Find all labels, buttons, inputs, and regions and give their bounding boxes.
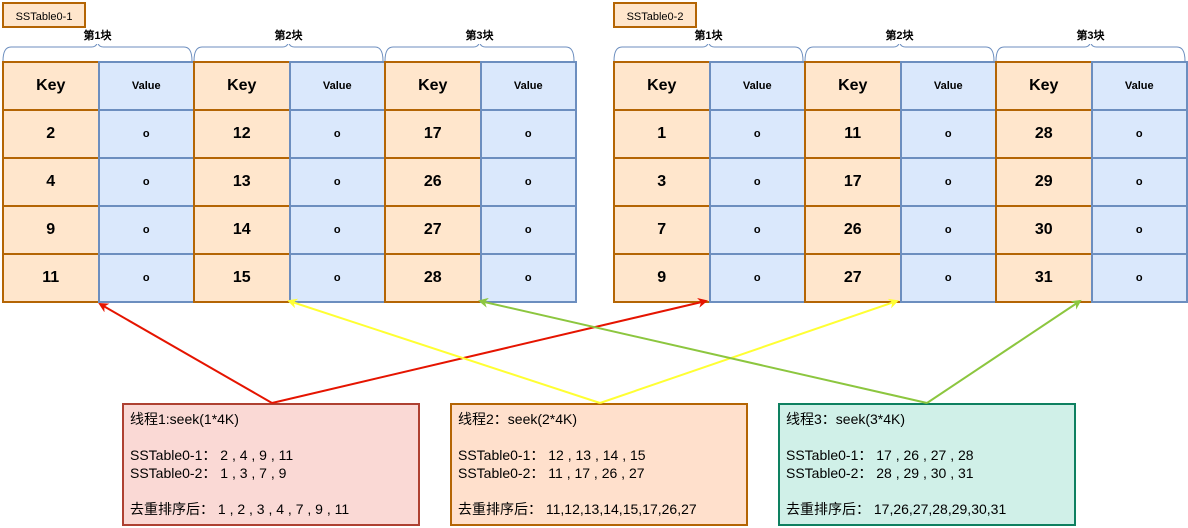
thread-sstable0-1-keys: SSTable0-1： 17 , 26 , 27 , 28 xyxy=(786,447,974,463)
sstable-name-tag: SSTable0-1 xyxy=(2,2,86,28)
key-cell: 27 xyxy=(384,205,482,255)
thread-title: 线程1:seek(1*4K) xyxy=(130,411,239,427)
block-label: 第3块 xyxy=(465,30,494,42)
key-header-cell: Key xyxy=(384,61,482,111)
block-brace xyxy=(613,44,804,62)
thread-title: 线程2：seek(2*4K) xyxy=(458,411,578,427)
thread-1-arrow-to-sstable2 xyxy=(271,297,708,404)
block-brace xyxy=(2,44,193,62)
thread-2-arrow-to-sstable1 xyxy=(287,298,601,404)
key-cell: 11 xyxy=(804,109,902,159)
thread-title: 线程3：seek(3*4K) xyxy=(786,411,906,427)
thread-sstable0-2-keys: SSTable0-2： 28 , 29 , 30 , 31 xyxy=(786,465,974,481)
value-cell: o xyxy=(479,109,577,159)
thread-sstable0-2-keys: SSTable0-2： 11 , 17 , 26 , 27 xyxy=(458,465,645,481)
key-cell: 9 xyxy=(613,253,711,303)
value-cell: o xyxy=(899,205,997,255)
block-label: 第1块 xyxy=(83,30,112,42)
value-cell: o xyxy=(97,253,195,303)
thread-result: 去重排序后： 1 , 2 , 3 , 4 , 7 , 9 , 11 xyxy=(130,501,350,517)
thread-sstable0-1-keys: SSTable0-1： 2 , 4 , 9 , 11 xyxy=(130,447,294,463)
thread-result: 去重排序后： 17,26,27,28,29,30,31 xyxy=(786,501,1007,517)
key-header-cell: Key xyxy=(2,61,100,111)
value-cell: o xyxy=(479,253,577,303)
key-header-cell: Key xyxy=(995,61,1093,111)
thread-2-arrow-to-sstable2 xyxy=(599,298,899,404)
key-header-cell: Key xyxy=(804,61,902,111)
value-cell: o xyxy=(1090,205,1188,255)
key-cell: 28 xyxy=(384,253,482,303)
block-label: 第2块 xyxy=(885,30,914,42)
thread-box: 线程1:seek(1*4K) SSTable0-1： 2 , 4 , 9 , 1… xyxy=(122,403,420,526)
block-label: 第1块 xyxy=(694,30,723,42)
thread-1-arrow-to-sstable1 xyxy=(98,303,273,404)
block-brace xyxy=(995,44,1186,62)
value-cell: o xyxy=(1090,253,1188,303)
key-cell: 29 xyxy=(995,157,1093,207)
thread-sstable0-2-keys: SSTable0-2： 1 , 3 , 7 , 9 xyxy=(130,465,287,481)
thread-result: 去重排序后： 11,12,13,14,15,17,26,27 xyxy=(458,501,697,517)
key-header-cell: Key xyxy=(613,61,711,111)
value-cell: o xyxy=(899,109,997,159)
block-label: 第2块 xyxy=(274,30,303,42)
thread-box: 线程2：seek(2*4K) SSTable0-1： 12 , 13 , 14 … xyxy=(450,403,748,526)
value-header-cell: Value xyxy=(899,61,997,111)
block-brace xyxy=(804,44,995,62)
block-brace xyxy=(384,44,575,62)
value-cell: o xyxy=(288,253,386,303)
value-cell: o xyxy=(708,253,806,303)
key-cell: 17 xyxy=(804,157,902,207)
block-brace xyxy=(193,44,384,62)
thread-sstable0-1-keys: SSTable0-1： 12 , 13 , 14 , 15 xyxy=(458,447,646,463)
value-cell: o xyxy=(1090,109,1188,159)
thread-3-arrow-to-sstable1 xyxy=(478,297,928,404)
sstable-name-tag: SSTable0-2 xyxy=(613,2,697,28)
thread-box: 线程3：seek(3*4K) SSTable0-1： 17 , 26 , 27 … xyxy=(778,403,1076,526)
key-cell: 11 xyxy=(2,253,100,303)
block-label: 第3块 xyxy=(1076,30,1105,42)
value-header-cell: Value xyxy=(1090,61,1188,111)
value-cell: o xyxy=(899,253,997,303)
thread-3-arrow-to-sstable2 xyxy=(926,299,1082,404)
